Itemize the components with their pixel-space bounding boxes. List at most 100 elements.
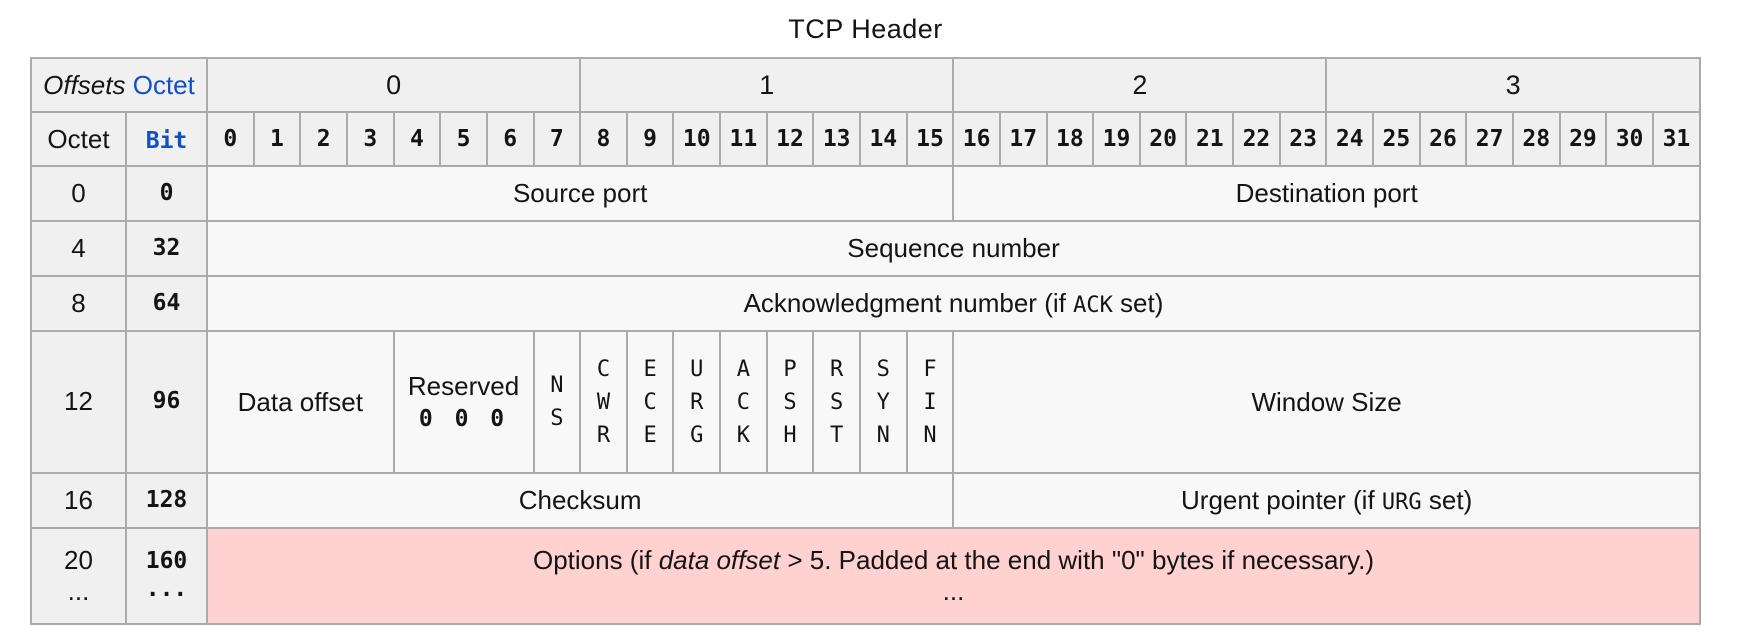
field-destination-port: Destination port <box>952 165 1701 222</box>
text-run: Sequence number <box>847 233 1060 263</box>
text-run: Destination port <box>1235 178 1418 208</box>
text-run: Checksum <box>518 485 642 515</box>
bit-number-17: 17 <box>998 111 1048 167</box>
field-window-size: Window Size <box>952 330 1701 474</box>
field-urgent-pointer: Urgent pointer (if URG set) <box>952 472 1701 529</box>
field-sequence-number: Sequence number <box>206 220 1701 277</box>
octet-header-0: 0 <box>206 57 582 113</box>
bit-number-30: 30 <box>1605 111 1654 167</box>
text-run: Window Size <box>1251 386 1402 417</box>
bit-number-7: 7 <box>532 111 582 167</box>
bit-number-2: 2 <box>299 111 348 167</box>
bit-number-29: 29 <box>1558 111 1608 167</box>
corner-bit: Bit <box>124 111 209 167</box>
corner-octet: Octet <box>30 111 127 167</box>
bit-number-31: 31 <box>1651 111 1702 167</box>
bit-number-24: 24 <box>1325 111 1375 167</box>
octet-offset-cell: 4 <box>30 220 127 277</box>
bit-offset-cell: 96 <box>124 330 209 474</box>
bit-number-14: 14 <box>858 111 908 167</box>
bit-offset-cell: 128 <box>124 472 209 529</box>
field-checksum: Checksum <box>206 472 955 529</box>
bit-number-11: 11 <box>719 111 768 167</box>
text-run: ... <box>942 576 965 606</box>
bit-number-3: 3 <box>345 111 395 167</box>
bit-number-25: 25 <box>1372 111 1421 167</box>
bit-number-12: 12 <box>765 111 815 167</box>
octet-header-1: 1 <box>579 57 955 113</box>
offsets-label: Offsets <box>43 69 126 100</box>
bit-link[interactable]: Bit <box>145 127 188 154</box>
bit-number-0: 0 <box>206 111 255 167</box>
bit-number-4: 4 <box>392 111 442 167</box>
bit-number-18: 18 <box>1045 111 1095 167</box>
octet-header-3: 3 <box>1325 57 1701 113</box>
bit-offset-cell: 160... <box>124 527 209 625</box>
text-run: Source port <box>512 178 648 208</box>
bit-offset-cell: 64 <box>124 275 209 332</box>
text-run: ACK <box>1073 293 1113 318</box>
field-data-offset: Data offset <box>206 330 395 474</box>
octet-offset-cell: 20... <box>30 527 127 625</box>
bit-number-28: 28 <box>1511 111 1561 167</box>
bit-number-10: 10 <box>672 111 722 167</box>
bit-number-22: 22 <box>1232 111 1281 167</box>
bit-number-19: 19 <box>1092 111 1141 167</box>
octet-offset-cell: 12 <box>30 330 127 474</box>
bit-number-23: 23 <box>1278 111 1328 167</box>
bit-number-15: 15 <box>905 111 955 167</box>
text-run: Data offset <box>237 386 363 417</box>
octet-offset-cell: 8 <box>30 275 127 332</box>
octet-offset-cell: 16 <box>30 472 127 529</box>
text-run <box>126 70 133 100</box>
diagram-title: TCP Header <box>788 14 943 44</box>
text-run: data offset <box>658 544 781 575</box>
octet-row-label: Octet <box>47 123 110 154</box>
bit-number-5: 5 <box>439 111 488 167</box>
octet-header-2: 2 <box>952 57 1328 113</box>
bit-number-6: 6 <box>485 111 535 167</box>
text-run: Options (if <box>532 544 659 575</box>
field-source-port: Source port <box>206 165 955 222</box>
text-run: > 5. Padded at the end with "0" bytes if… <box>780 544 1375 575</box>
octet-link[interactable]: Octet <box>132 69 195 100</box>
bit-offset-cell: 0 <box>124 165 209 222</box>
bit-number-13: 13 <box>812 111 861 167</box>
bit-number-20: 20 <box>1138 111 1188 167</box>
bit-number-16: 16 <box>952 111 1001 167</box>
corner-offsets-octet: Offsets Octet <box>29 57 209 113</box>
field-options: Options (if data offset > 5. Padded at t… <box>206 527 1701 625</box>
bit-offset-cell: 32 <box>124 220 209 277</box>
text-run: URG <box>1381 490 1422 515</box>
field-acknowledgment-number: Acknowledgment number (if ACK set) <box>206 275 1701 332</box>
bit-number-8: 8 <box>579 111 628 167</box>
bit-number-1: 1 <box>252 111 302 167</box>
text-run: set) <box>1421 485 1473 515</box>
bit-number-21: 21 <box>1185 111 1235 167</box>
text-run: set) <box>1112 288 1164 318</box>
bit-number-9: 9 <box>625 111 675 167</box>
octet-offset-cell: 0 <box>30 165 127 222</box>
bit-number-27: 27 <box>1465 111 1514 167</box>
text-run: Reserved <box>407 370 520 401</box>
text-run: Acknowledgment number (if <box>743 288 1074 318</box>
